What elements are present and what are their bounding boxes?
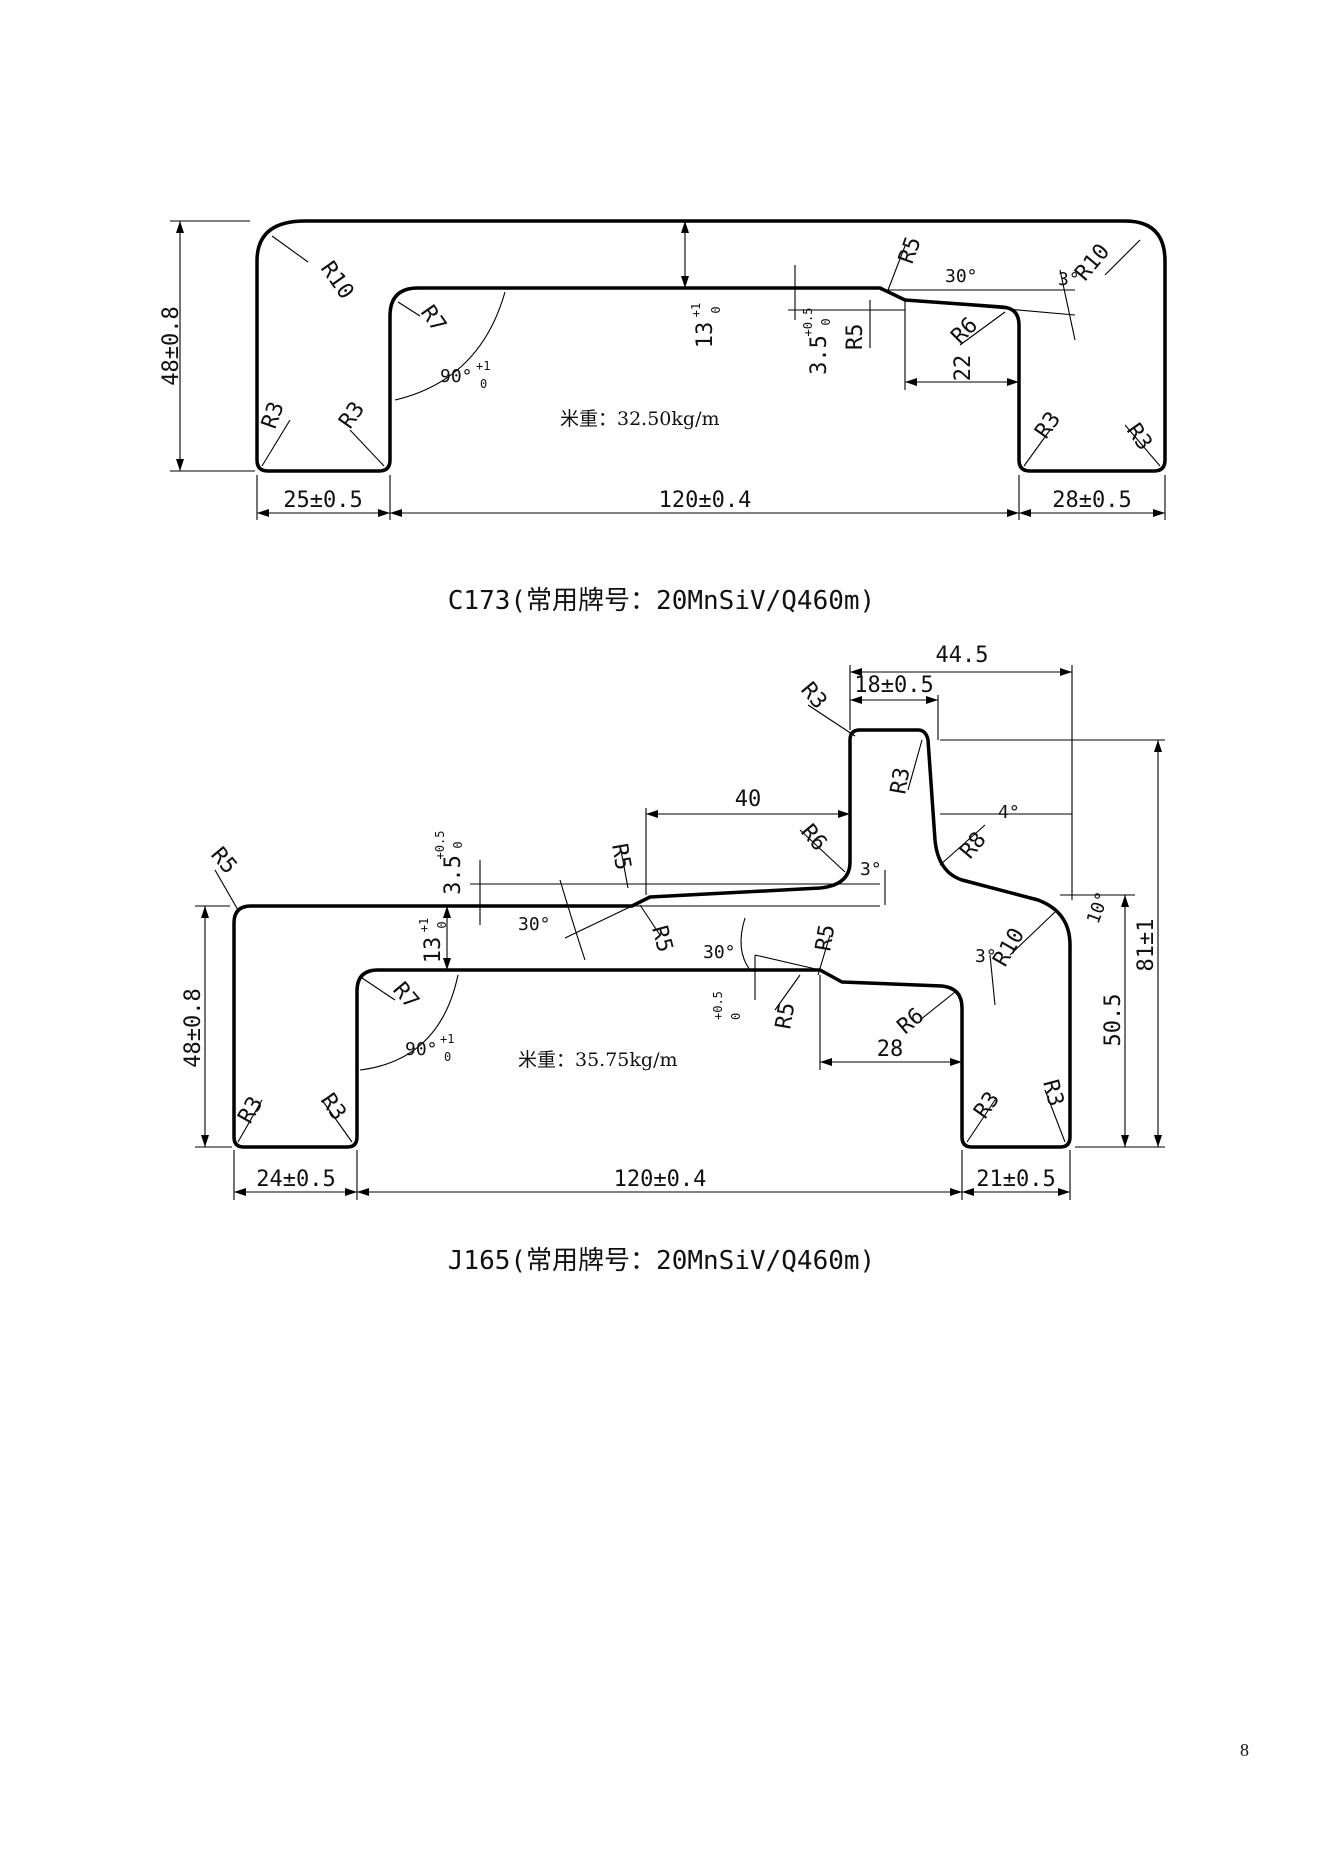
j165-dim-top-total: 44.5 xyxy=(936,643,989,668)
j165-step-tol-up: +0.5 xyxy=(433,831,447,860)
c173-r5-b: R5 xyxy=(843,324,868,351)
c173-r7: R7 xyxy=(415,301,451,337)
c173-dim-right-flange: 28±0.5 xyxy=(1052,488,1131,513)
j165-r3-d: R3 xyxy=(1037,1077,1068,1109)
j165-dim-505: 50.5 xyxy=(1101,994,1126,1047)
c173-r6: R6 xyxy=(947,313,983,349)
c173-r10-left: R10 xyxy=(315,257,358,304)
c173-angle-30: 30° xyxy=(945,266,978,287)
c173-weight: 米重：32.50kg/m xyxy=(560,408,720,430)
c173-caption: C173(常用牌号：20MnSiV/Q460m) xyxy=(447,586,876,616)
c173-dim-step: 3.5 xyxy=(807,335,832,375)
j165-drawing: 44.5 18±0.5 40 4° 50.5 81±1 10° 48±0.8 xyxy=(181,643,1165,1200)
c173-dim-web: 13 xyxy=(693,322,718,349)
j165-r5-a: R5 xyxy=(606,842,635,872)
c173-r3-c: R3 xyxy=(1030,407,1066,443)
j165-dim-height: 48±0.8 xyxy=(181,988,206,1067)
j165-r3-a: R3 xyxy=(234,1093,269,1128)
page-number: 8 xyxy=(1240,1740,1249,1760)
c173-r3-b: R3 xyxy=(334,397,370,433)
j165-dim-right-flange: 21±0.5 xyxy=(976,1167,1055,1192)
j165-step2-tol-low: 0 xyxy=(729,1013,743,1020)
c173-angle-tol-up: +1 xyxy=(476,359,490,373)
j165-dim-web: 13 xyxy=(421,937,446,964)
j165-r5-b: R5 xyxy=(646,923,677,955)
c173-dim-height: 48±0.8 xyxy=(159,306,184,385)
j165-profile xyxy=(232,728,1072,1149)
j165-web-tol-low: 0 xyxy=(435,921,449,928)
c173-angle-90: 90° xyxy=(440,366,473,387)
j165-r5-d: R5 xyxy=(771,1001,800,1031)
c173-r3-a: R3 xyxy=(257,399,290,432)
j165-r3-b: R3 xyxy=(315,1089,351,1125)
j165-step2-tol-up: +0.5 xyxy=(711,991,725,1020)
j165-angle-30a: 30° xyxy=(518,914,551,935)
c173-dim-span: 120±0.4 xyxy=(659,488,752,513)
j165-weight: 米重：35.75kg/m xyxy=(518,1049,678,1071)
j165-r3-head: R3 xyxy=(886,766,915,796)
j165-dim-head-width: 18±0.5 xyxy=(854,673,933,698)
c173-step-tol-low: 0 xyxy=(819,318,833,325)
j165-dim-left-flange: 24±0.5 xyxy=(256,1167,335,1192)
j165-dim-40: 40 xyxy=(735,787,762,812)
c173-dim-left-flange: 25±0.5 xyxy=(283,488,362,513)
j165-step-tol-low: 0 xyxy=(451,841,465,848)
j165-angle-3a: 3° xyxy=(860,859,882,880)
j165-dim-span: 120±0.4 xyxy=(614,1167,707,1192)
j165-r3-c: R3 xyxy=(969,1087,1005,1123)
j165-dim-28: 28 xyxy=(877,1037,904,1062)
j165-r3-top: R3 xyxy=(795,678,831,714)
j165-angle-tol-low: 0 xyxy=(444,1050,451,1064)
j165-r6-a: R6 xyxy=(795,820,831,856)
j165-r7: R7 xyxy=(387,978,423,1014)
c173-step-tol-up: +0.5 xyxy=(801,308,815,337)
j165-r5-c: R5 xyxy=(811,923,840,953)
j165-dim-step: 3.5 xyxy=(441,855,466,895)
c173-angle-tol-low: 0 xyxy=(480,377,487,391)
j165-r8: R8 xyxy=(955,827,991,863)
j165-web-tol-up: +1 xyxy=(417,918,431,932)
j165-angle-90: 90° xyxy=(405,1039,438,1060)
c173-dim-slope: 22 xyxy=(951,355,976,382)
j165-angle-4: 4° xyxy=(998,802,1020,823)
j165-dim-81: 81±1 xyxy=(1134,919,1159,972)
c173-angle-3: 3° xyxy=(1058,269,1080,290)
c173-web-tol-low: 0 xyxy=(709,306,723,313)
c173-r3-d: R3 xyxy=(1121,419,1157,455)
j165-r5-left: R5 xyxy=(205,843,241,879)
j165-r6-b: R6 xyxy=(893,1003,929,1039)
j165-angle-30b: 30° xyxy=(703,942,736,963)
j165-angle-tol-up: +1 xyxy=(440,1032,454,1046)
j165-caption: J165(常用牌号：20MnSiV/Q460m) xyxy=(447,1246,876,1276)
j165-angle-3b: 3° xyxy=(975,946,997,967)
c173-drawing: 48±0.8 25±0.5 120±0.4 28±0.5 13 +1 0 3.5… xyxy=(159,219,1167,520)
c173-web-tol-up: +1 xyxy=(689,303,703,317)
